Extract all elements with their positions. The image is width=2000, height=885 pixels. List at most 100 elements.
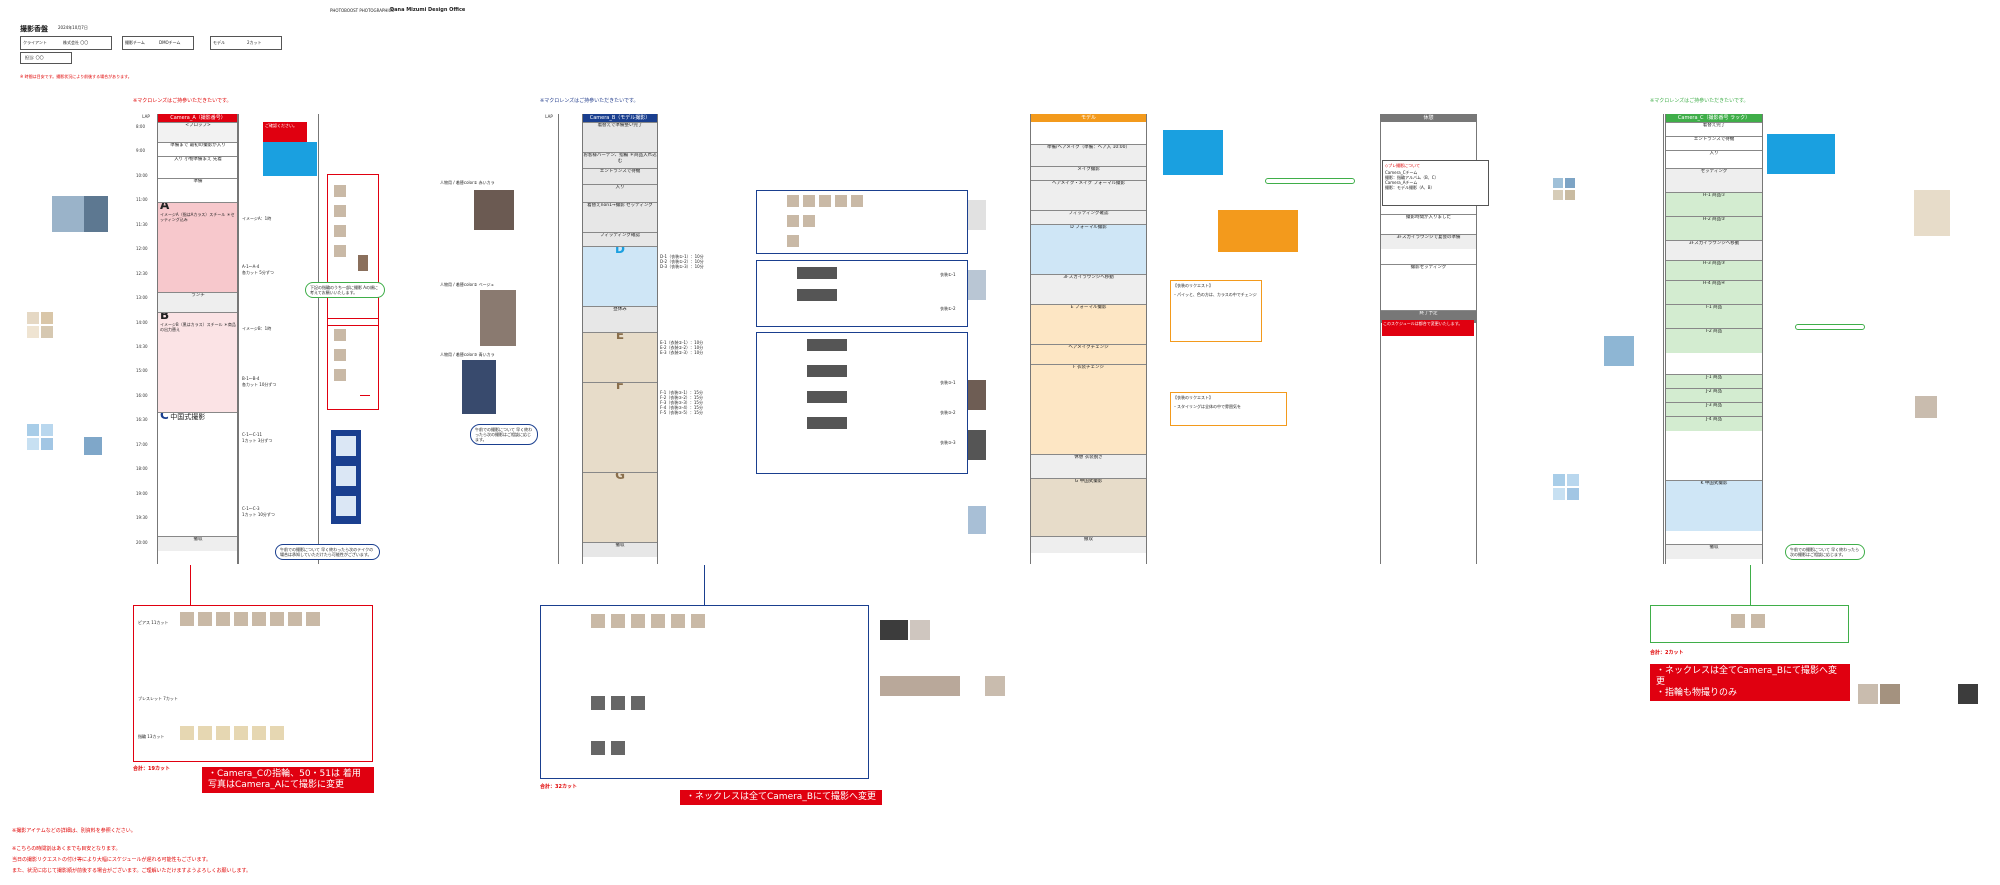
s3-seg-1: メイク撮影 xyxy=(1031,166,1146,181)
connector-line xyxy=(704,565,705,605)
s1-swatch xyxy=(41,326,53,338)
s4-green-bubble xyxy=(1265,178,1355,184)
connector-line xyxy=(360,395,370,396)
s1-desc-a: イメージA（指はAカラス）スチール ＊セッティング込み xyxy=(160,211,235,222)
thumb xyxy=(180,612,194,626)
s3-costume-2: 衣装①-2 xyxy=(940,306,956,311)
s5-time-column xyxy=(1645,114,1664,564)
thumb xyxy=(334,185,346,197)
s2-seg-e: E xyxy=(583,332,657,383)
s4-column: 休憩 撮影時間が入りました 3Fスカイラウンジで宴会の準備 撮影セッティング 終… xyxy=(1380,114,1477,564)
s2-detail-e: E-1（衣装②-1）：10分 E-2（衣装②-2）：10分 E-3（衣装②-3）… xyxy=(660,340,730,355)
s2-model-thumb xyxy=(462,360,496,414)
s5-swatch xyxy=(1553,474,1565,486)
s1-swatch xyxy=(27,424,39,436)
s2-model-thumb xyxy=(474,190,514,230)
s5-red-line1: ・ネックレスは全てCamera_Bにて撮影へ変更 xyxy=(1656,666,1837,687)
connector-line xyxy=(1750,565,1751,605)
thumb xyxy=(336,466,356,486)
s1-seg-prep: 準備まで 最初の撮影が入り xyxy=(158,142,238,157)
s5-acc-thumb xyxy=(1958,684,1978,704)
s1-seg-lunch: ランチ xyxy=(158,292,238,313)
thumb xyxy=(631,696,645,710)
s3-seg-teardown: 撤収 xyxy=(1031,536,1146,553)
s2-time-column: LAP xyxy=(540,114,559,564)
s3-request-2: 【衣装のリクエスト】 ・スタイリングは全体の中で雰囲気を xyxy=(1170,392,1287,426)
s2-seg-3: 入り xyxy=(583,184,657,203)
s1-a-thumbs xyxy=(327,174,379,326)
thumb xyxy=(591,696,605,710)
s5-seg-j2: J-2 商品 xyxy=(1666,388,1762,403)
s2-letter-e: E xyxy=(615,332,625,342)
s3-seg-g: G 中国式撮影 xyxy=(1031,478,1146,537)
s5-side-thumb xyxy=(1915,396,1937,418)
s1-swatch xyxy=(27,326,39,338)
s3-acc-thumb xyxy=(880,620,908,640)
time-label: 14:30 xyxy=(136,344,148,349)
thumb xyxy=(234,726,248,740)
s3-seg-3: フィッティング確認 xyxy=(1031,210,1146,225)
s5-red-line2: ・指輪も物撮りのみ xyxy=(1656,688,1738,698)
s2-e1: E-1（衣装②-1）：10分 xyxy=(660,340,704,345)
s5-seg-move: 3Fスカイラウンジへ移動 xyxy=(1666,240,1762,261)
s1-detail-a3: 各カット 5分ずつ xyxy=(242,270,274,275)
contact-label: 担当: 〇〇 xyxy=(25,55,44,60)
s3-request-2-body: ・スタイリングは全体の中で雰囲気を xyxy=(1173,404,1241,409)
footer-line1: ※撮影アイテムなどの詳細は、別資料を参照ください。 xyxy=(12,828,136,834)
s2-product-box xyxy=(540,605,869,779)
s2-seg-4: 着替えnon1→撮影 セッティング xyxy=(583,202,657,233)
s2-d3: D-3（衣装①-3）：10分 xyxy=(660,264,704,269)
thumb xyxy=(180,726,194,740)
thumb xyxy=(336,436,356,456)
s2-model-label-2: 人物用 / 着替color② ベージュ xyxy=(440,282,495,287)
thumb xyxy=(252,612,266,626)
time-label: 18:00 xyxy=(136,466,148,472)
time-label: 14:00 xyxy=(136,319,148,325)
thumb xyxy=(835,195,847,207)
s1-swatch xyxy=(27,312,39,324)
s5-acc-thumb xyxy=(1858,684,1878,704)
s5-seg-h3: H-3 商品③ xyxy=(1666,260,1762,281)
logo-photoboost: PHOTOBOOST PHOTOGRAPHICS xyxy=(330,8,394,13)
client-value: 株式会社 〇〇 xyxy=(63,40,89,45)
thumb xyxy=(198,612,212,626)
s5-warning: ※マクロレンズはご持参いただきたいです。 xyxy=(1650,98,1749,104)
s2-red-callout: ・ネックレスは全てCamera_Bにて撮影へ変更 xyxy=(680,790,882,805)
s3-acc-thumb xyxy=(880,676,960,696)
s1-detail-a1: イメージA：1時 xyxy=(242,216,272,221)
s5-swatch xyxy=(1565,190,1575,200)
s3-seg-rest: 休憩 衣装脱ぎ xyxy=(1031,454,1146,479)
s5-column-header: Camera_C（撮影番号 ラック） xyxy=(1666,114,1762,122)
thumb xyxy=(334,225,346,237)
s1-detail-c4: 1カット 10分ずつ xyxy=(242,512,275,517)
thumb xyxy=(797,267,837,279)
s1-warning: ※マクロレンズはご持参いただきたいです。 xyxy=(133,98,232,104)
s1-seg-setup: 準備 xyxy=(158,178,238,203)
time-label: 8:00 xyxy=(136,124,145,129)
thumb xyxy=(334,369,346,381)
time-label: 10:00 xyxy=(136,172,148,178)
s5-seg-h1: H-1 商品① xyxy=(1666,192,1762,217)
s5-side-thumb xyxy=(1604,336,1634,366)
thumb xyxy=(334,245,346,257)
s2-f4: F-4（衣装③-4）：15分 xyxy=(660,405,703,410)
s3-seg-e: E フォーマル撮影 xyxy=(1031,304,1146,345)
s3-costume-6: 衣装③-2 xyxy=(940,410,956,415)
s1-seg-prop: <プロップ> xyxy=(158,122,238,143)
s4-red-note: このスケジュールは都合で変更いたします。 xyxy=(1382,320,1474,336)
s3-request-1-title: 【衣装のリクエスト】 xyxy=(1173,283,1213,288)
s2-f3: F-3（衣装③-3）：15分 xyxy=(660,400,703,405)
staff-box: 撮影チーム DMOチーム xyxy=(122,36,194,50)
s3-column-header: モデル xyxy=(1031,114,1146,122)
s3-seg-d: D フォーマル撮影 xyxy=(1031,224,1146,275)
s3-costume-thumb xyxy=(968,200,986,230)
s2-seg-d: D xyxy=(583,246,657,307)
s3-acc-thumb xyxy=(910,620,930,640)
s1-detail-a2: A-1〜A-4 xyxy=(242,264,260,269)
s3-acc-thumb xyxy=(985,676,1005,696)
s2-panel-d xyxy=(756,190,968,254)
s1-detail-c2: 1カット 3分ずつ xyxy=(242,438,273,443)
s2-letter-d: D xyxy=(615,246,625,256)
time-label: 12:00 xyxy=(136,246,148,252)
s1-detail-b3: 各カット 10分ずつ xyxy=(242,382,277,387)
